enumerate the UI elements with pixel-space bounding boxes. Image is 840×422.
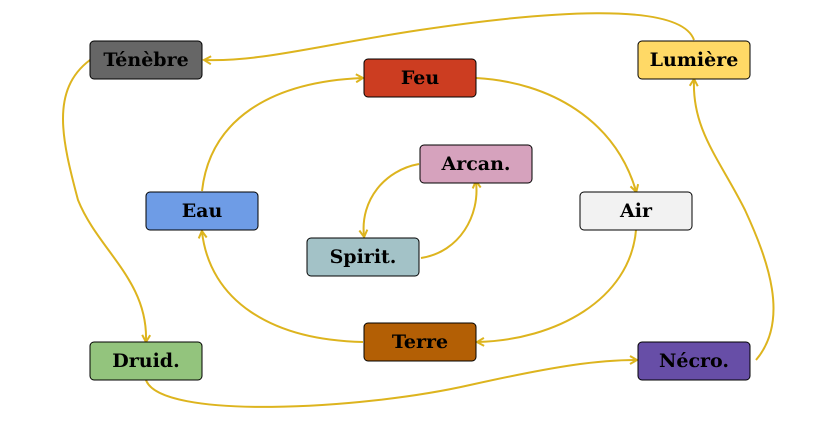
- node-lumiere-box: [637, 40, 751, 80]
- node-air[interactable]: Air: [579, 191, 693, 231]
- edge-arcan-to-spirit: [364, 163, 420, 236]
- node-eau[interactable]: Eau: [145, 191, 259, 231]
- edge-terre-to-eau: [202, 232, 364, 343]
- node-feu-box: [363, 58, 477, 98]
- edge-necro-to-lumiere: [694, 80, 775, 361]
- node-arcan-label: Arcan.: [440, 153, 510, 175]
- node-feu[interactable]: Feu: [363, 58, 477, 98]
- node-druid[interactable]: Druid.: [89, 341, 203, 381]
- node-terre[interactable]: Terre: [363, 322, 477, 362]
- node-eau-label: Eau: [182, 200, 223, 222]
- nodes-layer: Ténèbre Lumière Feu Arcan. Eau Air Spiri…: [89, 40, 751, 381]
- edge-spirit-to-arcan: [420, 182, 477, 259]
- node-druid-label: Druid.: [112, 350, 179, 372]
- edge-eau-to-feu: [201, 78, 362, 192]
- node-tenebre[interactable]: Ténèbre: [89, 40, 203, 80]
- edge-air-to-terre: [478, 229, 637, 342]
- node-arcan[interactable]: Arcan.: [419, 144, 533, 184]
- edge-lumiere-to-tenebre: [205, 12, 695, 60]
- edge-druid-to-necro: [145, 360, 636, 408]
- node-necro-box: [637, 341, 751, 381]
- edge-feu-to-air: [475, 77, 636, 191]
- node-terre-label: Terre: [392, 331, 448, 353]
- node-necro-label: Nécro.: [659, 350, 729, 372]
- node-arcan-box: [419, 144, 533, 184]
- node-necro[interactable]: Nécro.: [637, 341, 751, 381]
- node-lumiere[interactable]: Lumière: [637, 40, 751, 80]
- node-druid-box: [89, 341, 203, 381]
- node-spirit[interactable]: Spirit.: [306, 237, 420, 277]
- node-terre-box: [363, 322, 477, 362]
- node-spirit-label: Spirit.: [330, 246, 397, 268]
- node-feu-label: Feu: [401, 67, 440, 89]
- node-air-label: Air: [619, 200, 653, 222]
- node-lumiere-label: Lumière: [650, 49, 739, 71]
- edge-tenebre-to-druid: [62, 59, 146, 341]
- node-tenebre-label: Ténèbre: [103, 49, 188, 71]
- node-air-box: [579, 191, 693, 231]
- edges-layer: [62, 12, 775, 408]
- node-eau-box: [145, 191, 259, 231]
- node-tenebre-box: [89, 40, 203, 80]
- node-spirit-box: [306, 237, 420, 277]
